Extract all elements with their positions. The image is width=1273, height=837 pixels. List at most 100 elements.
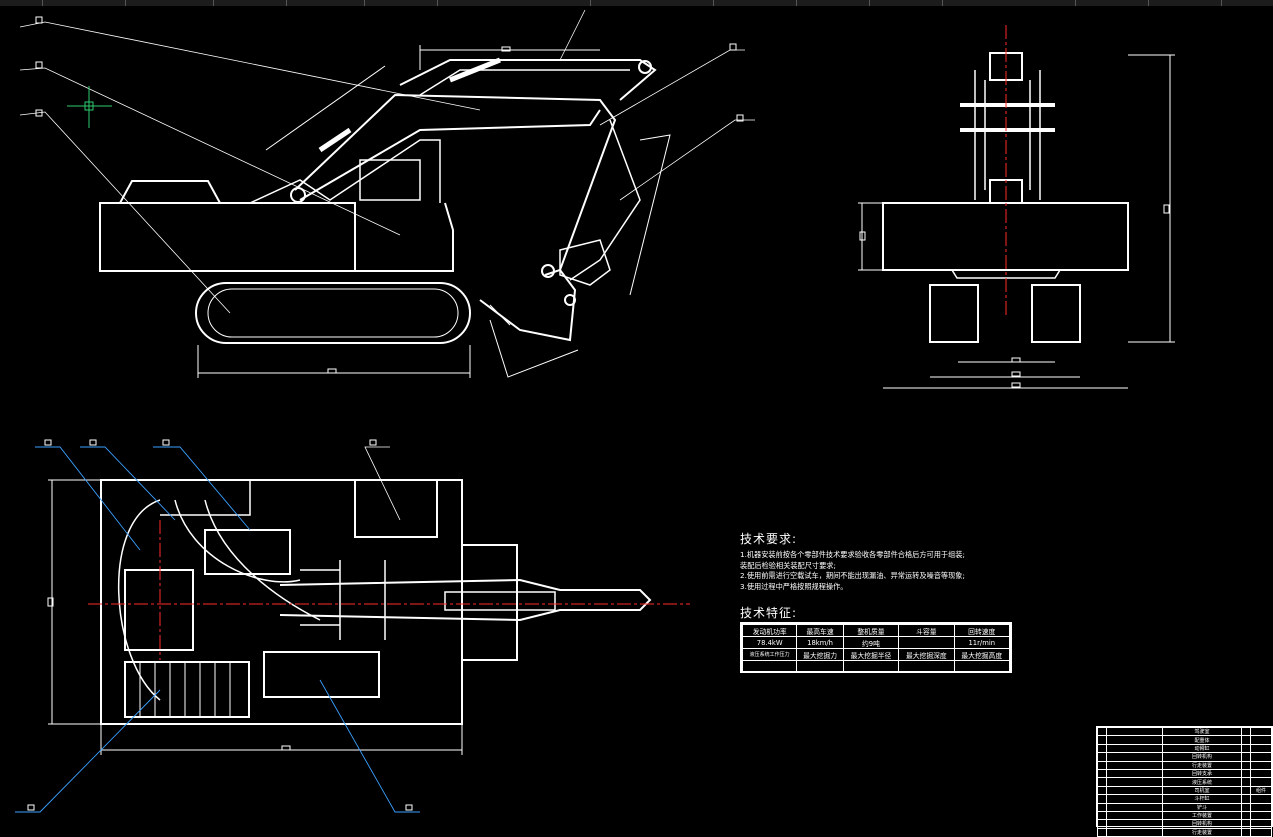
cad-drawing-canvas[interactable] (0, 6, 1273, 827)
stick-arm (399, 59, 657, 101)
file-tab[interactable] (365, 0, 438, 6)
bom-row: 司机室组件 (1097, 785, 1272, 796)
fuel-tank (263, 651, 380, 698)
spec-cell (842, 660, 900, 673)
engine-block (124, 569, 194, 651)
bom-row: 行走装置 (1097, 827, 1272, 837)
bom-note (1250, 794, 1272, 804)
spec-cell: 最大挖掘力 (796, 648, 844, 661)
radiator-fins (139, 662, 231, 717)
file-tab[interactable] (714, 0, 797, 6)
bucket (479, 269, 577, 342)
bom-row: 回转机构 (1097, 752, 1272, 762)
bom-name: 回转机构 (1162, 752, 1242, 762)
bom-note (1250, 726, 1272, 737)
swing-bracket (462, 544, 518, 661)
boom-top-detail (300, 560, 386, 640)
tech-features-title: 技术特征: (740, 606, 798, 620)
spec-cell: 整机质量 (842, 624, 900, 637)
bucket-teeth (489, 304, 511, 326)
file-tab[interactable] (1076, 0, 1149, 6)
file-tab[interactable] (1149, 0, 1222, 6)
link-pin (564, 294, 576, 306)
bom-note (1250, 752, 1272, 762)
bom-note (1250, 760, 1272, 770)
stick-cylinder-top (444, 591, 556, 611)
file-tab[interactable] (591, 0, 714, 6)
leader-lines-white (19, 9, 755, 521)
bom-note (1250, 802, 1272, 812)
bom-row: 回转支承 (1097, 768, 1272, 779)
left-track (929, 284, 979, 343)
bom-row: 铲斗 (1097, 802, 1272, 812)
file-tab[interactable] (0, 0, 43, 6)
bom-note (1250, 735, 1272, 745)
file-tab[interactable] (438, 0, 591, 6)
spec-cell: 约9吨 (842, 636, 900, 649)
cab-window (359, 159, 421, 201)
file-tab-bar (0, 0, 1273, 6)
file-tab[interactable] (214, 0, 287, 6)
tech-features-table: 发动机功率 最高车速 整机质量 斗容量 回转速度 78.4kW 18km/h 约… (740, 622, 1012, 673)
file-tab[interactable] (126, 0, 214, 6)
bom-note: 组件 (1250, 785, 1272, 796)
spec-cell: 发动机功率 (741, 624, 798, 637)
bom-name: 配重体 (1162, 735, 1242, 745)
center-lines (88, 25, 1007, 660)
stick-inner (419, 69, 630, 96)
boom-upper (294, 93, 617, 276)
bom-note (1250, 743, 1272, 754)
top-hoses (117, 499, 321, 701)
cad-cursor-icon (67, 86, 112, 128)
bom-note (1250, 810, 1272, 821)
spec-cell (953, 660, 1011, 673)
side-view (99, 57, 657, 344)
leader-lines-blue (15, 446, 420, 813)
boom-base (249, 139, 441, 204)
dimension-tags (27, 16, 1170, 811)
boom-pin (290, 187, 306, 203)
stick-cylinder (569, 119, 641, 281)
bom-name: 行走装置 (1162, 760, 1242, 770)
top-view (100, 479, 652, 725)
dimension-lines (48, 45, 1175, 755)
bom-name: 动臂缸 (1162, 743, 1242, 754)
engine-hood (119, 180, 221, 204)
tech-requirements: 技术要求: 1.机器安装前按各个零部件技术要求验收各零部件合格后方可用于组装; … (740, 530, 1030, 592)
file-tab[interactable] (43, 0, 126, 6)
radiator (124, 661, 250, 718)
bucket-pin (541, 264, 555, 278)
file-tab[interactable] (943, 0, 1076, 6)
bom-name: 工作装置 (1162, 810, 1242, 821)
bom-row: 行走装置 (1097, 760, 1272, 770)
boom-lower (299, 109, 601, 201)
hydraulic-cylinders (318, 57, 501, 153)
file-tab[interactable] (287, 0, 365, 6)
file-tab[interactable] (870, 0, 943, 6)
bom-row: 驾驶室 (1097, 726, 1272, 737)
bucket-link (559, 239, 611, 286)
spec-cell (796, 660, 844, 673)
spec-cell: 最大挖掘深度 (898, 648, 955, 661)
tech-requirement-line: 装配后检验相关装配尺寸要求; (740, 560, 836, 570)
bom-row: 斗杆缸 (1097, 794, 1272, 804)
front-hoses (974, 70, 1041, 200)
bom-row: 配重体 (1097, 735, 1272, 745)
file-tab[interactable] (797, 0, 870, 6)
right-track (1031, 284, 1081, 343)
spec-cell (898, 636, 955, 649)
valve-block (204, 529, 291, 575)
track-inner (207, 288, 459, 338)
tech-requirement-line: 1.机器安装前按各个零部件技术要求验收各零部件合格后方可用于组装; (740, 550, 965, 559)
spec-cell: 液压系统工作压力 (741, 648, 798, 661)
bill-of-materials: 驾驶室 配重体 动臂缸 回转机构 行走装置 回转支承 液压系统 司机室组件 斗杆… (1096, 726, 1273, 837)
bom-row: 工作装置 (1097, 810, 1272, 821)
stick-pin (638, 60, 652, 74)
spec-cell: 最大挖掘半径 (842, 648, 900, 661)
spec-cell (741, 660, 798, 673)
bom-name: 回转支承 (1162, 768, 1242, 779)
bom-note (1250, 768, 1272, 779)
spec-cell: 最大挖掘高度 (953, 648, 1011, 661)
tech-requirements-title: 技术要求: (740, 532, 798, 546)
boom-top-outline (279, 578, 652, 622)
